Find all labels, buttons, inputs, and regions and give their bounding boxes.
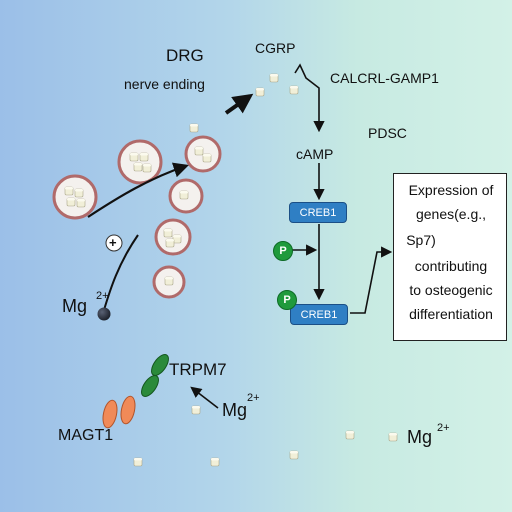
plus-sign: + (109, 235, 117, 250)
release-arrow (87, 162, 189, 218)
vesicle (184, 135, 222, 173)
magt1-channel (102, 395, 136, 429)
vesicle (152, 265, 186, 299)
pdsc-label: PDSC (368, 125, 407, 141)
outcome-line: contributing (414, 258, 488, 274)
gene-expression-box: Expression of genes(e.g., Sp7) contribut… (393, 173, 507, 341)
nerve-ending-label: nerve ending (124, 76, 205, 92)
drg-release-arrow (224, 93, 254, 115)
receptor-to-camp-arrow (294, 63, 325, 133)
mg-label-main: Mg (62, 296, 88, 316)
vesicle (154, 218, 192, 256)
outcome-line: genes(e.g., (415, 206, 487, 222)
outcome-line: differentiation (409, 306, 493, 322)
calcrl-gamp1-label: CALCRL-GAMP1 (330, 70, 439, 86)
mg-ion (97, 307, 111, 321)
pcreb-to-expression-arrow (350, 246, 393, 314)
mg-charge-trpm7: 2+ (247, 392, 260, 404)
phospho-creb1-box: CREB1 (290, 304, 348, 325)
mg-label-trpm7: Mg (222, 400, 248, 420)
trpm7-channel (141, 354, 169, 397)
outcome-line: to osteogenic (409, 282, 493, 298)
vesicle (117, 139, 163, 185)
outcome-line: Expression of (408, 182, 494, 198)
phospho-circle: P (273, 241, 293, 261)
creb1-box: CREB1 (289, 202, 347, 223)
trpm7-label: TRPM7 (169, 360, 227, 379)
mg-charge-main: 2+ (96, 290, 109, 302)
outcome-line: Sp7) (406, 232, 436, 248)
cgrp-label: CGRP (255, 40, 296, 56)
vesicle (168, 178, 204, 214)
plus-circle (105, 234, 123, 252)
mg-stimulus-curve (103, 234, 139, 311)
mg-label-extracellular: Mg (407, 427, 433, 447)
magt1-label: MAGT1 (58, 427, 114, 444)
vesicle (52, 174, 98, 220)
phospho-circle-bound: P (277, 290, 297, 310)
mg-charge-extracellular: 2+ (437, 422, 450, 434)
drg-label: DRG (166, 46, 204, 65)
camp-label: cAMP (296, 146, 334, 162)
mg-to-trpm7-arrow (190, 386, 219, 409)
